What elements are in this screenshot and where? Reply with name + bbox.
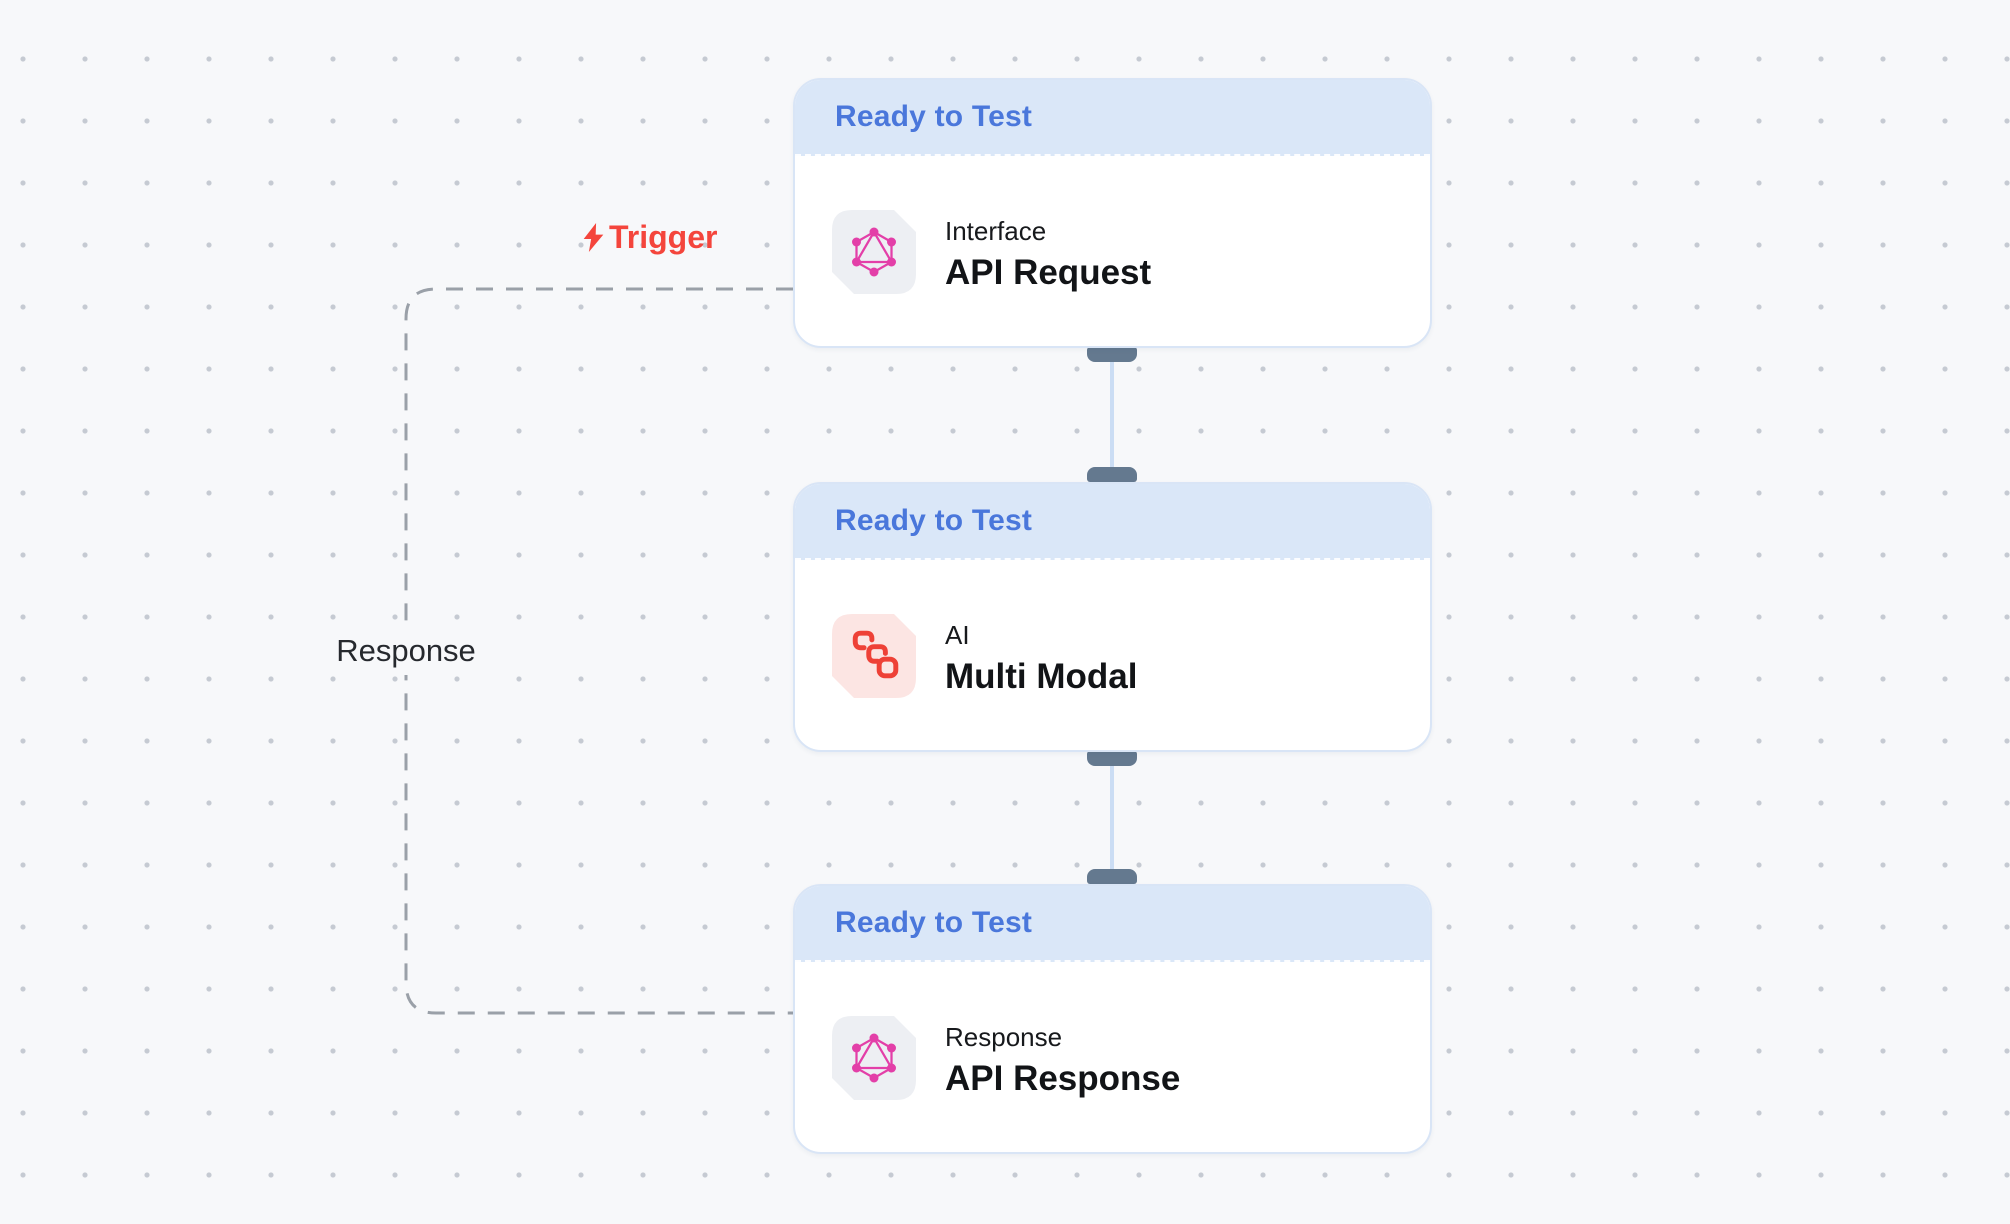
status-badge: Ready to Test <box>795 484 1430 560</box>
node-category: AI <box>945 620 970 650</box>
node-title: API Request <box>945 253 1152 292</box>
response-edge-label: Response <box>324 627 488 675</box>
output-port[interactable] <box>1087 751 1137 766</box>
connector-line <box>1110 347 1114 482</box>
input-port[interactable] <box>1087 467 1137 482</box>
graphql-icon <box>832 1016 916 1100</box>
connector-line <box>1110 751 1114 884</box>
node-title: Multi Modal <box>945 657 1138 696</box>
node-multi-modal[interactable]: Ready to Test AI Multi Modal <box>793 482 1432 752</box>
output-port[interactable] <box>1087 347 1137 362</box>
node-category: Response <box>945 1022 1063 1052</box>
node-title: API Response <box>945 1059 1181 1098</box>
status-badge: Ready to Test <box>795 80 1430 156</box>
graphql-icon <box>832 210 916 294</box>
trigger-label: Trigger <box>581 219 717 256</box>
multimodal-icon <box>832 614 916 698</box>
node-category: Interface <box>945 216 1047 246</box>
lightning-bolt-icon <box>583 223 604 252</box>
input-port[interactable] <box>1087 869 1137 884</box>
node-api-request[interactable]: Ready to Test Interface API Request <box>793 78 1432 348</box>
node-api-response[interactable]: Ready to Test Response API Response <box>793 884 1432 1154</box>
status-badge: Ready to Test <box>795 886 1430 962</box>
